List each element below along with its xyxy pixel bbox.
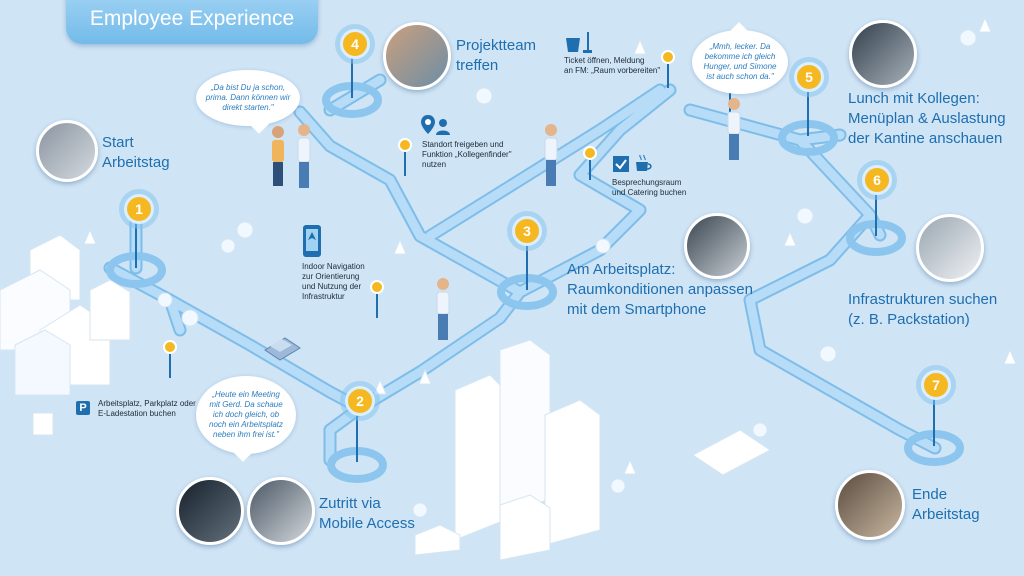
step-title-4: Projektteam treffen (456, 37, 537, 74)
speech-bubble-meeting: „Heute ein Meeting mit Gerd. Da schaue i… (196, 376, 296, 454)
photo-lunch-colleagues (849, 20, 917, 88)
step-title-7: Ende Arbeitstag (912, 486, 980, 523)
note-navigation: Indoor Navigation zur Orientierung und N… (302, 262, 365, 301)
waypoint-dot (661, 50, 675, 64)
houses-left (0, 234, 131, 436)
step-title-2: Zutritt via Mobile Access (319, 495, 415, 532)
step-title-3: Am Arbeitsplatz: Raumkonditionen anpasse… (567, 261, 753, 318)
note-ticket: Ticket öffnen, Meldung an FM: „Raum vorb… (564, 56, 661, 75)
step-marker-1: 1 (124, 194, 154, 224)
note-meeting-room: Besprechungsraum und Catering buchen (612, 178, 687, 197)
photo-end-day (835, 470, 905, 540)
step-marker-2: 2 (345, 386, 375, 416)
step-title-5: Lunch mit Kollegen: Menüplan & Auslastun… (848, 90, 1006, 147)
step-marker-3: 3 (512, 216, 542, 246)
step-marker-4: 4 (340, 29, 370, 59)
photo-project-team (383, 22, 451, 90)
phone-navigation-icon (303, 225, 321, 257)
speech-text-lunch: „Mmh, lecker. Da bekomme ich gleich Hung… (703, 42, 777, 81)
photo-mobile-access (247, 477, 315, 545)
speech-text-team: „Da bist Du ja schon, prima. Dann können… (205, 83, 291, 112)
photo-smartphone-workplace (684, 213, 750, 279)
car-icon (264, 337, 301, 361)
step-marker-7: 7 (921, 370, 951, 400)
photo-laptop-start (36, 120, 98, 182)
step-title-1: Start Arbeitstag (102, 134, 170, 171)
note-parking: Arbeitsplatz, Parkplatz oder E-Ladestati… (98, 399, 196, 418)
speech-text-meeting: „Heute ein Meeting mit Gerd. Da schaue i… (209, 390, 283, 439)
location-people-icon (421, 115, 450, 135)
photo-packstation (916, 214, 984, 282)
towers-center (414, 339, 601, 561)
block-right (692, 429, 771, 476)
step-title-6: Infrastrukturen suchen (z. B. Packstatio… (848, 291, 998, 328)
step-marker-5: 5 (794, 62, 824, 92)
waypoint-dot (398, 138, 412, 152)
title-tab: Employee Experience (66, 0, 318, 44)
people-figures (272, 98, 741, 340)
waypoint-dot (163, 340, 177, 354)
note-location: Standort freigeben und Funktion „Kollege… (422, 140, 512, 169)
photo-car-dashboard (176, 477, 244, 545)
speech-bubble-team: „Da bist Du ja schon, prima. Dann können… (196, 70, 300, 126)
speech-bubble-lunch: „Mmh, lecker. Da bekomme ich gleich Hung… (692, 30, 788, 94)
waypoint-dot (583, 146, 597, 160)
waypoint-dot (370, 280, 384, 294)
cleaning-bucket-icon (566, 32, 592, 53)
page-title: Employee Experience (89, 7, 295, 30)
step-marker-6: 6 (862, 165, 892, 195)
parking-icon: P (76, 401, 90, 415)
checkbox-coffee-icon (613, 154, 652, 172)
